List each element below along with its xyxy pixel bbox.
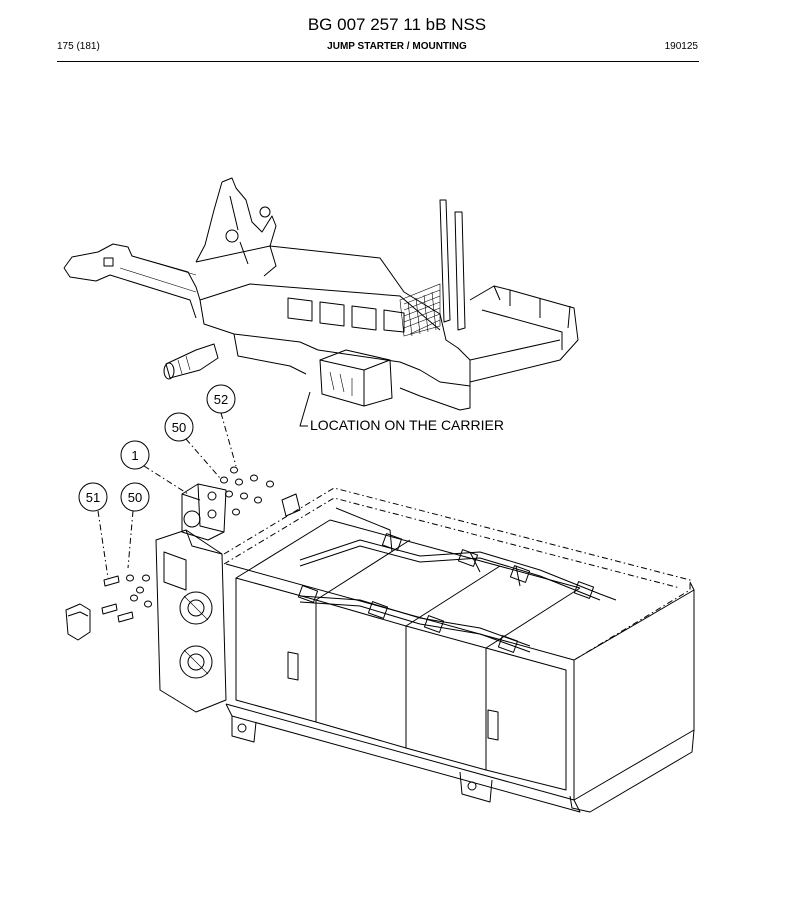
location-label: LOCATION ON THE CARRIER	[310, 417, 504, 433]
svg-text:50: 50	[172, 420, 186, 435]
svg-text:52: 52	[214, 392, 228, 407]
svg-text:50: 50	[128, 490, 142, 505]
jump-starter-on-carrier	[319, 349, 393, 407]
jump-starter-assembly	[155, 487, 695, 813]
svg-text:1: 1	[131, 448, 138, 463]
section-title: JUMP STARTER / MOUNTING	[327, 41, 467, 52]
date-code: 190125	[664, 41, 698, 52]
exploded-fasteners	[65, 466, 274, 641]
callout-50-lower: 50	[120, 482, 150, 569]
callout-52: 52	[206, 384, 237, 467]
callout-1: 1	[120, 440, 189, 495]
page-number: 175 (181)	[57, 41, 100, 52]
document-title: BG 007 257 11 bB NSS	[307, 15, 487, 34]
carrier-frame-illustration	[63, 177, 579, 427]
svg-text:51: 51	[86, 490, 100, 505]
callout-50-upper: 50	[164, 412, 221, 479]
vent-hatch	[399, 283, 441, 337]
header-rule	[57, 61, 699, 62]
callout-51: 51	[78, 482, 109, 579]
